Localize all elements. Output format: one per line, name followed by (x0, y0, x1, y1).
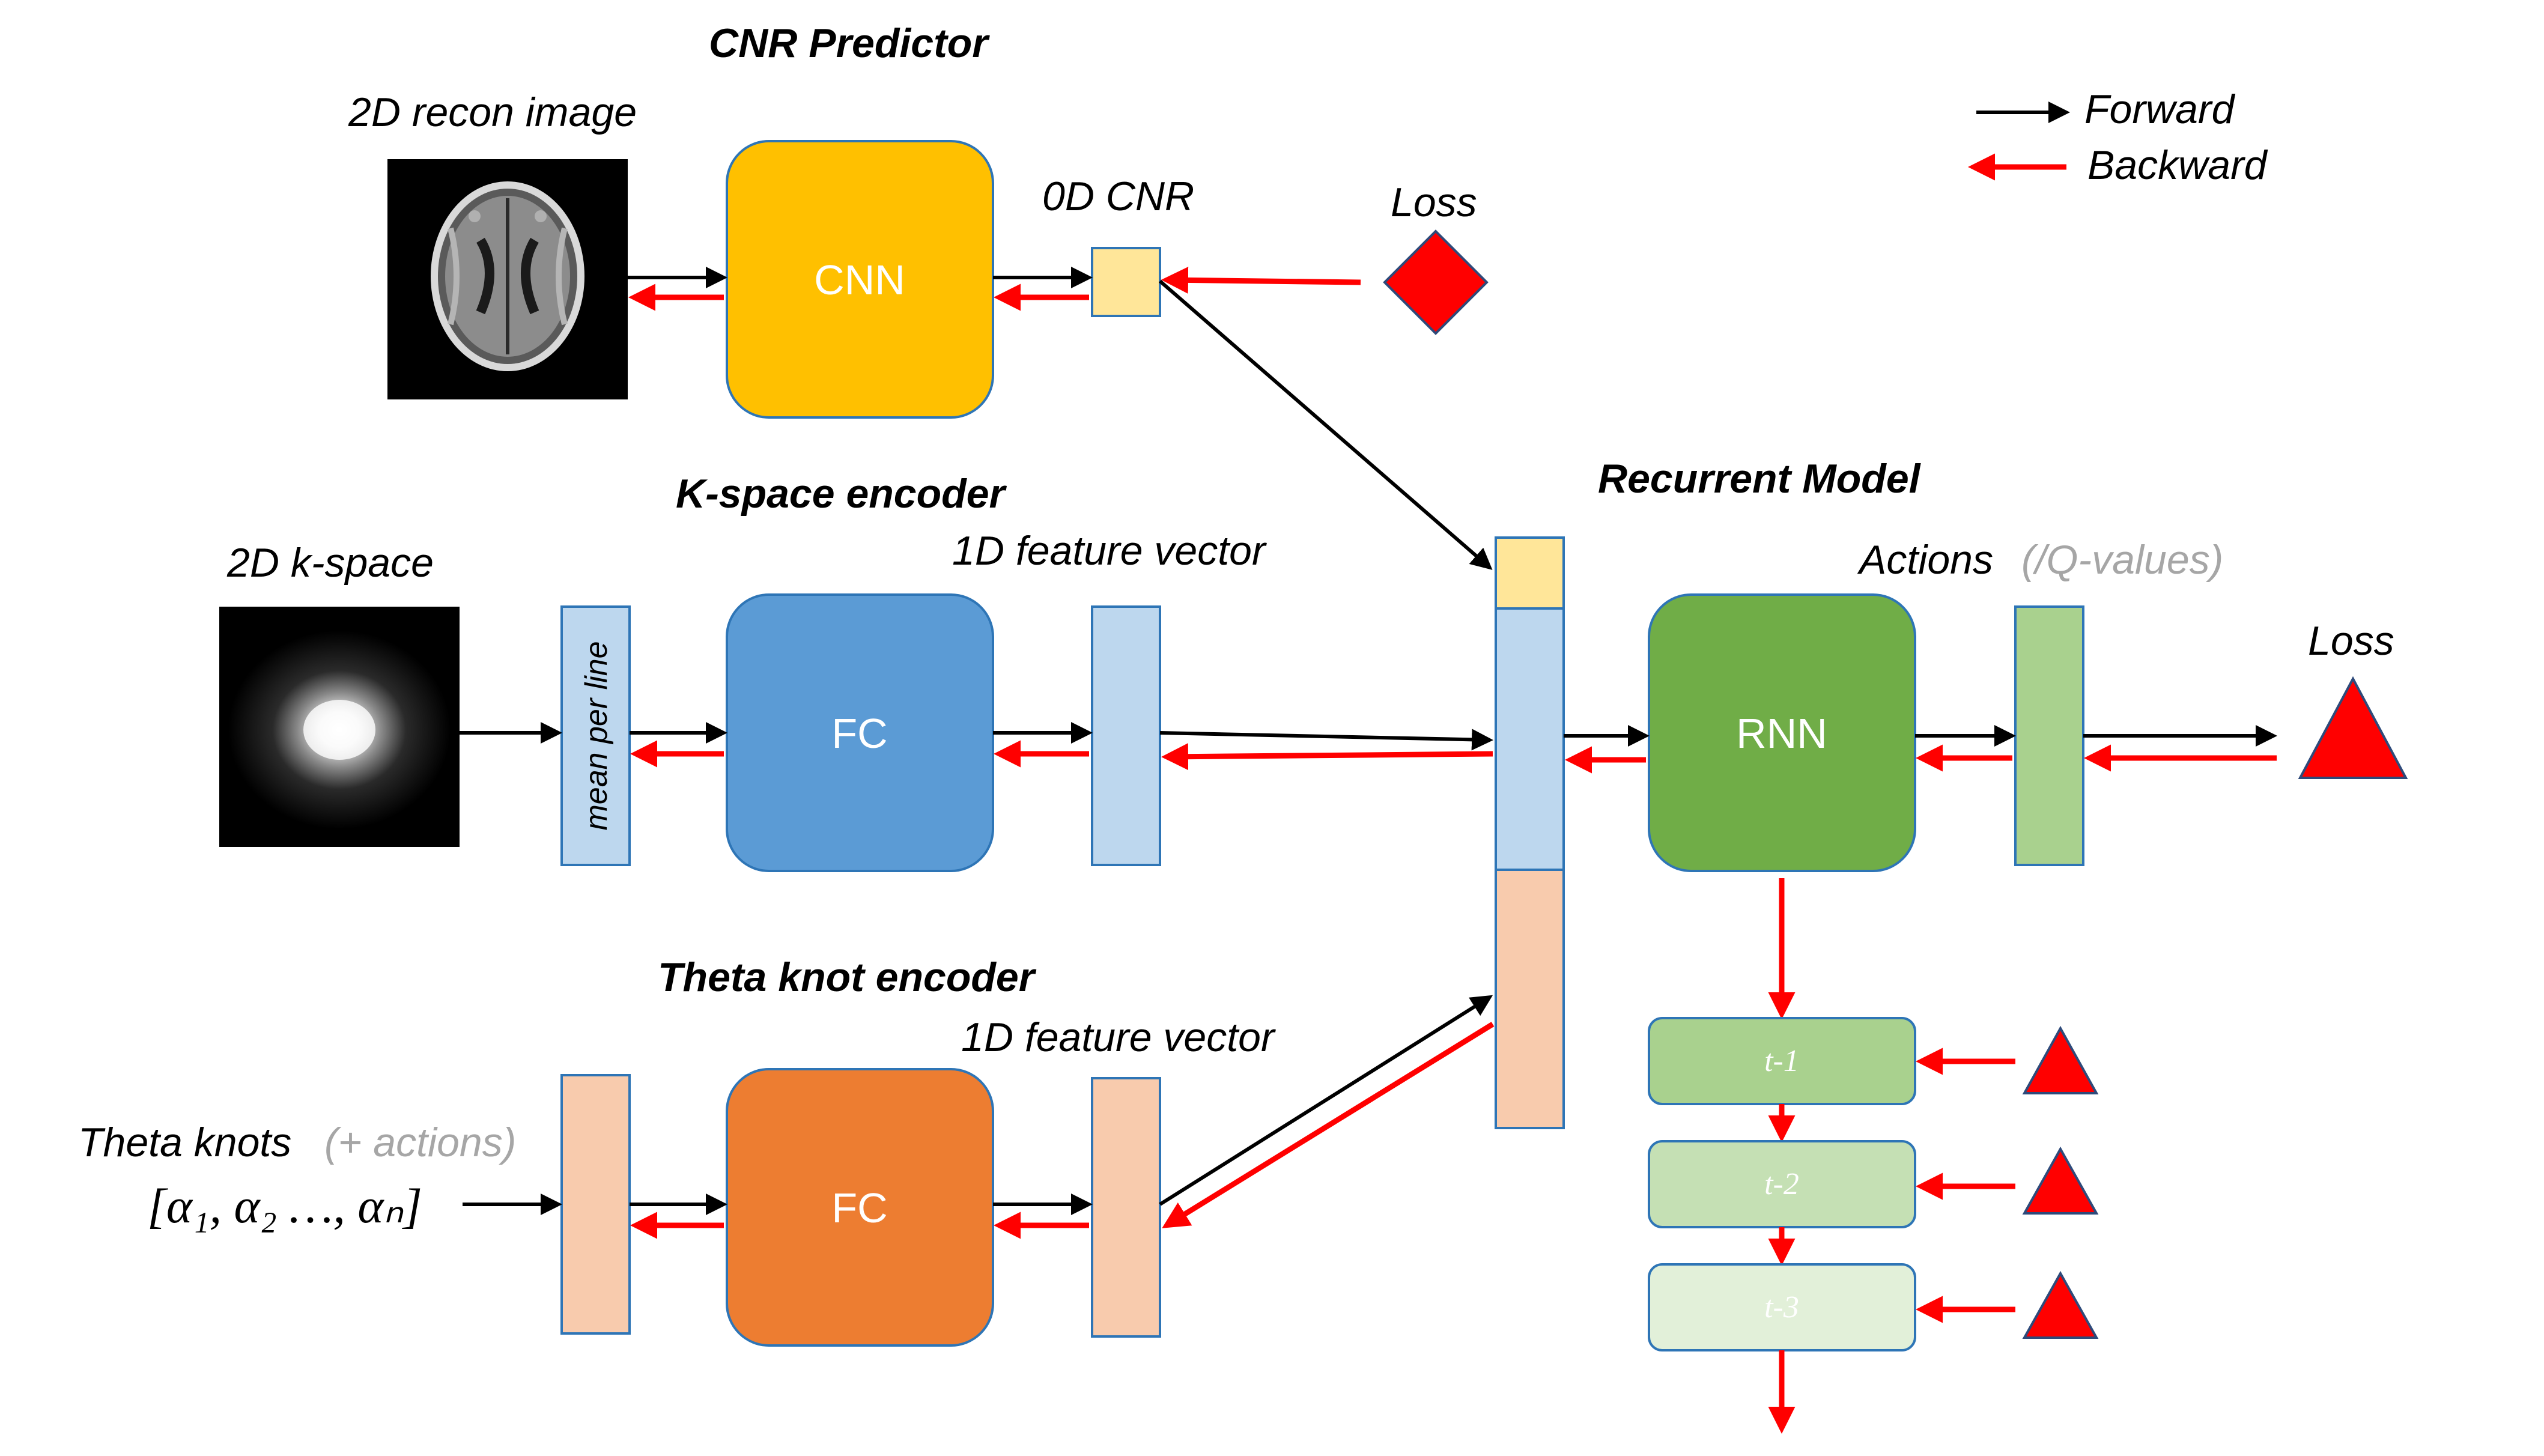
cnn-label: CNN (814, 256, 905, 303)
theta-feature-vector (1091, 1077, 1161, 1338)
kspace-label: 2D k-space (226, 540, 434, 586)
kspace-encoder-title: K-space encoder (676, 471, 1007, 517)
feature-vector-theta-label: 1D feature vector (961, 1015, 1276, 1060)
legend-forward-label: Forward (2084, 86, 2236, 132)
loss-top-label: Loss (1391, 180, 1477, 225)
concat-theta-segment (1495, 869, 1565, 1129)
concat-k-segment (1495, 607, 1565, 871)
theta-knots-list: [α₁, α₂ …, αₙ] (147, 1178, 422, 1233)
step-t1-label: t-1 (1764, 1044, 1799, 1078)
mean-per-line-label: mean per line (579, 641, 614, 830)
mean-per-line-bar (560, 605, 631, 866)
step-t2-loss-triangle (2022, 1146, 2099, 1215)
brain-mri-image (387, 159, 628, 399)
legend: Forward Backward (1968, 86, 2268, 188)
cnr-0d-label: 0D CNR (1042, 174, 1194, 219)
fc-kspace-label: FC (831, 710, 887, 757)
step-t1-loss-triangle (2022, 1025, 2099, 1094)
recon-image-label: 2D recon image (348, 89, 637, 135)
cnr-cell (1091, 247, 1161, 317)
loss-right-label: Loss (2308, 618, 2394, 664)
recurrent-model-title: Recurrent Model (1598, 456, 1922, 502)
step-t3-label: t-3 (1764, 1290, 1799, 1324)
kspace-image (219, 607, 460, 847)
step-t3-loss-triangle (2022, 1270, 2099, 1339)
concat-cnr-segment (1495, 536, 1565, 610)
k-feature-vector (1091, 605, 1161, 866)
feature-vector-k-label: 1D feature vector (952, 528, 1267, 574)
theta-encoder-title: Theta knot encoder (658, 954, 1037, 1000)
concatenated-vector (1495, 536, 1565, 1129)
legend-backward-label: Backward (2087, 142, 2268, 188)
cnr-predictor-title: CNR Predictor (709, 20, 990, 66)
actions-qvalues-label: (/Q-values) (2021, 537, 2223, 583)
loss-right-triangle (2298, 676, 2408, 779)
theta-knots-actions-label: (+ actions) (324, 1120, 516, 1165)
step-t2-label: t-2 (1764, 1167, 1799, 1201)
fc-theta-label: FC (831, 1185, 887, 1231)
rnn-label: RNN (1736, 710, 1827, 757)
theta-knots-label: Theta knots (78, 1120, 291, 1165)
theta-input-vector (560, 1074, 631, 1335)
actions-label: Actions (1857, 537, 1993, 583)
actions-vector (2014, 605, 2084, 866)
loss-top-diamond (1383, 229, 1489, 335)
